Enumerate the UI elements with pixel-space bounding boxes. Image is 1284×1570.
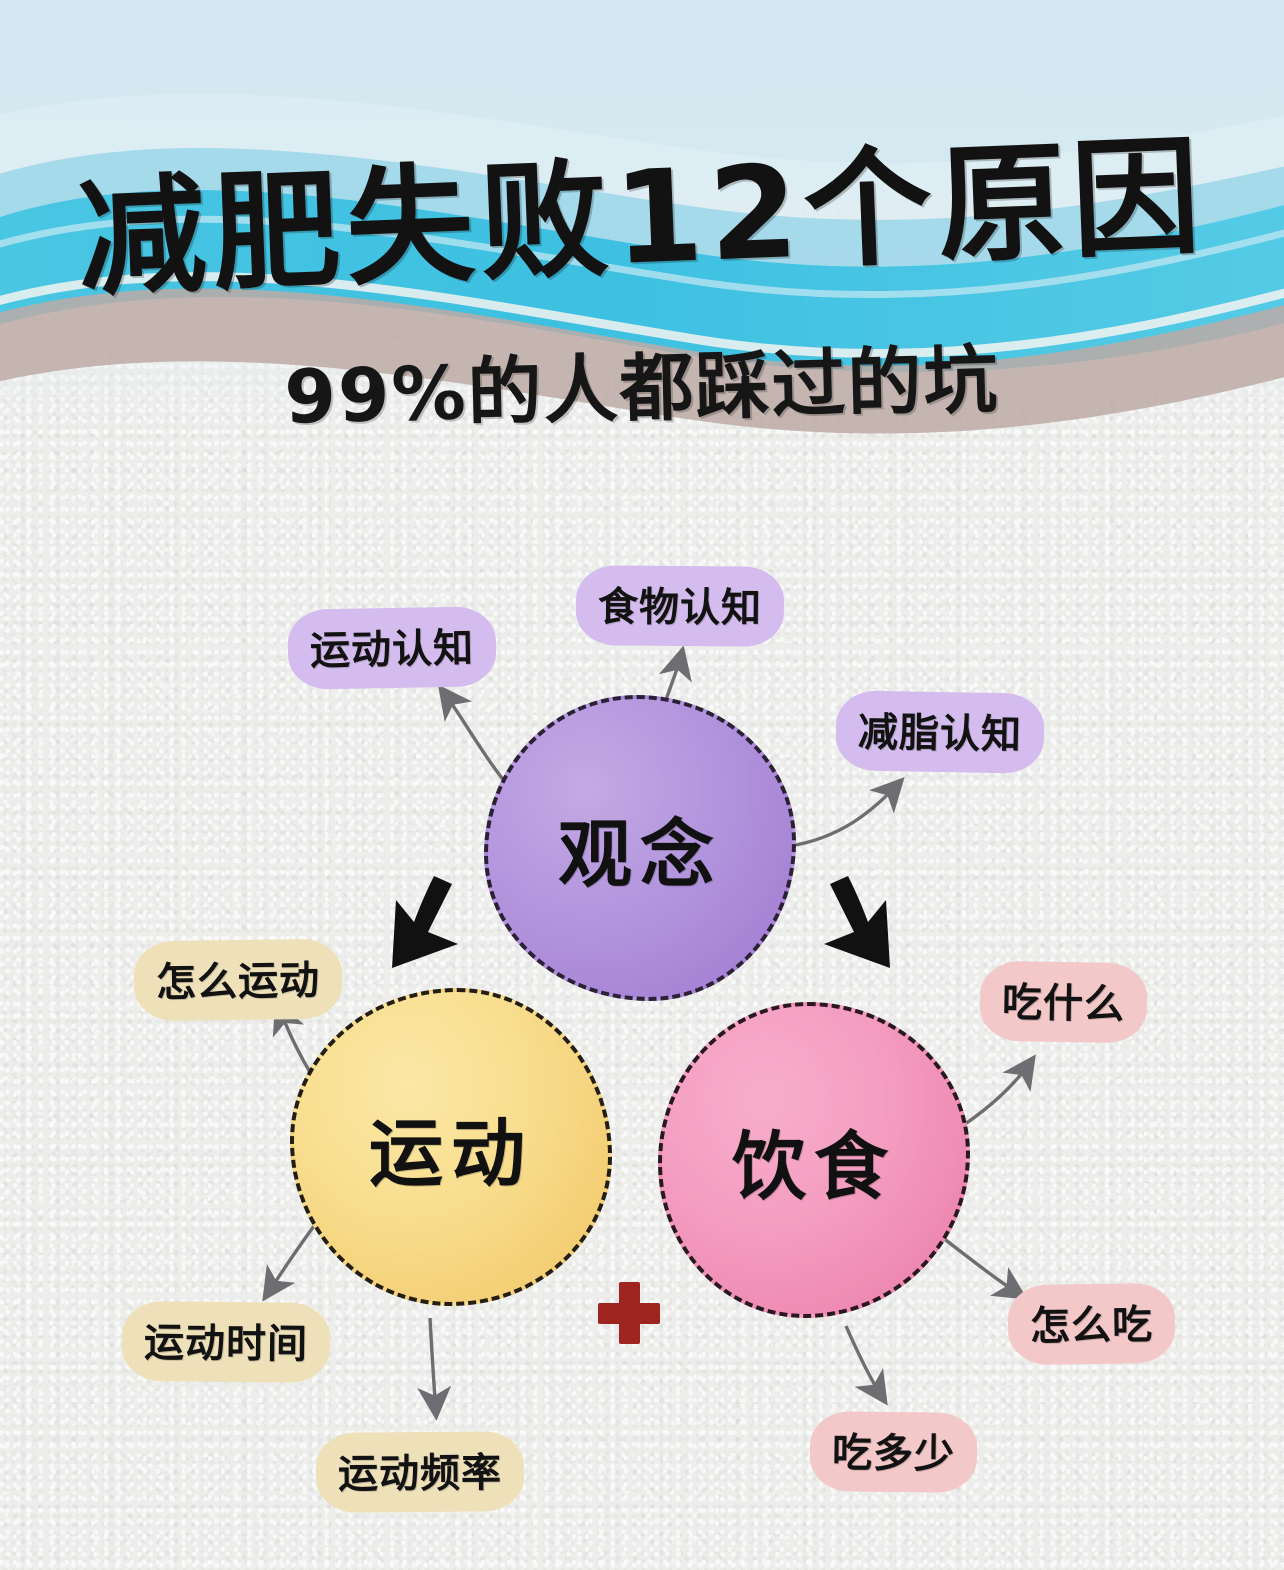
arrow-concept-to-food-cognition — [658, 645, 692, 701]
label-exercise-frequency[interactable]: 运动频率 — [315, 1431, 525, 1513]
wave-taupe — [0, 288, 1284, 434]
wave-pale-top — [0, 0, 1284, 164]
label-what-to-eat[interactable]: 吃什么 — [979, 960, 1148, 1044]
flow-arrow-concept-to-diet — [824, 876, 890, 968]
node-diet[interactable]: 饮食 — [658, 1002, 970, 1318]
arrow-exercise-to-exercise-time — [262, 1224, 316, 1302]
wave-white-sliver — [0, 272, 1284, 359]
label-fat-cognition[interactable]: 减脂认知 — [835, 690, 1045, 774]
node-concept[interactable]: 观念 — [484, 695, 796, 1001]
arrow-diet-to-how-much-eat — [844, 1325, 888, 1406]
arrow-exercise-to-exercise-frequency — [417, 1317, 452, 1421]
flow-arrow-concept-to-exercise — [392, 876, 458, 968]
wave-cyan-main — [0, 190, 1284, 373]
node-diet-label: 饮食 — [732, 1123, 896, 1210]
arrow-diet-to-how-eat — [936, 1232, 1028, 1300]
label-how-to-eat[interactable]: 怎么吃 — [1007, 1282, 1176, 1366]
arrow-concept-to-fat-cognition — [789, 777, 905, 848]
node-exercise[interactable]: 运动 — [290, 988, 612, 1306]
label-food-cognition[interactable]: 食物认知 — [575, 565, 785, 647]
node-exercise-label: 运动 — [369, 1110, 533, 1197]
wave-cyan-streak — [0, 215, 1284, 299]
plus-sign-icon — [598, 1282, 660, 1344]
label-how-much-to-eat[interactable]: 吃多少 — [809, 1410, 978, 1494]
header-wave-banner — [0, 0, 1284, 440]
label-how-to-exercise[interactable]: 怎么运动 — [133, 938, 343, 1022]
plus-vertical-bar — [619, 1282, 640, 1344]
label-exercise-time[interactable]: 运动时间 — [121, 1300, 331, 1384]
node-concept-label: 观念 — [558, 811, 722, 898]
label-sport-cognition[interactable]: 运动认知 — [287, 606, 497, 690]
